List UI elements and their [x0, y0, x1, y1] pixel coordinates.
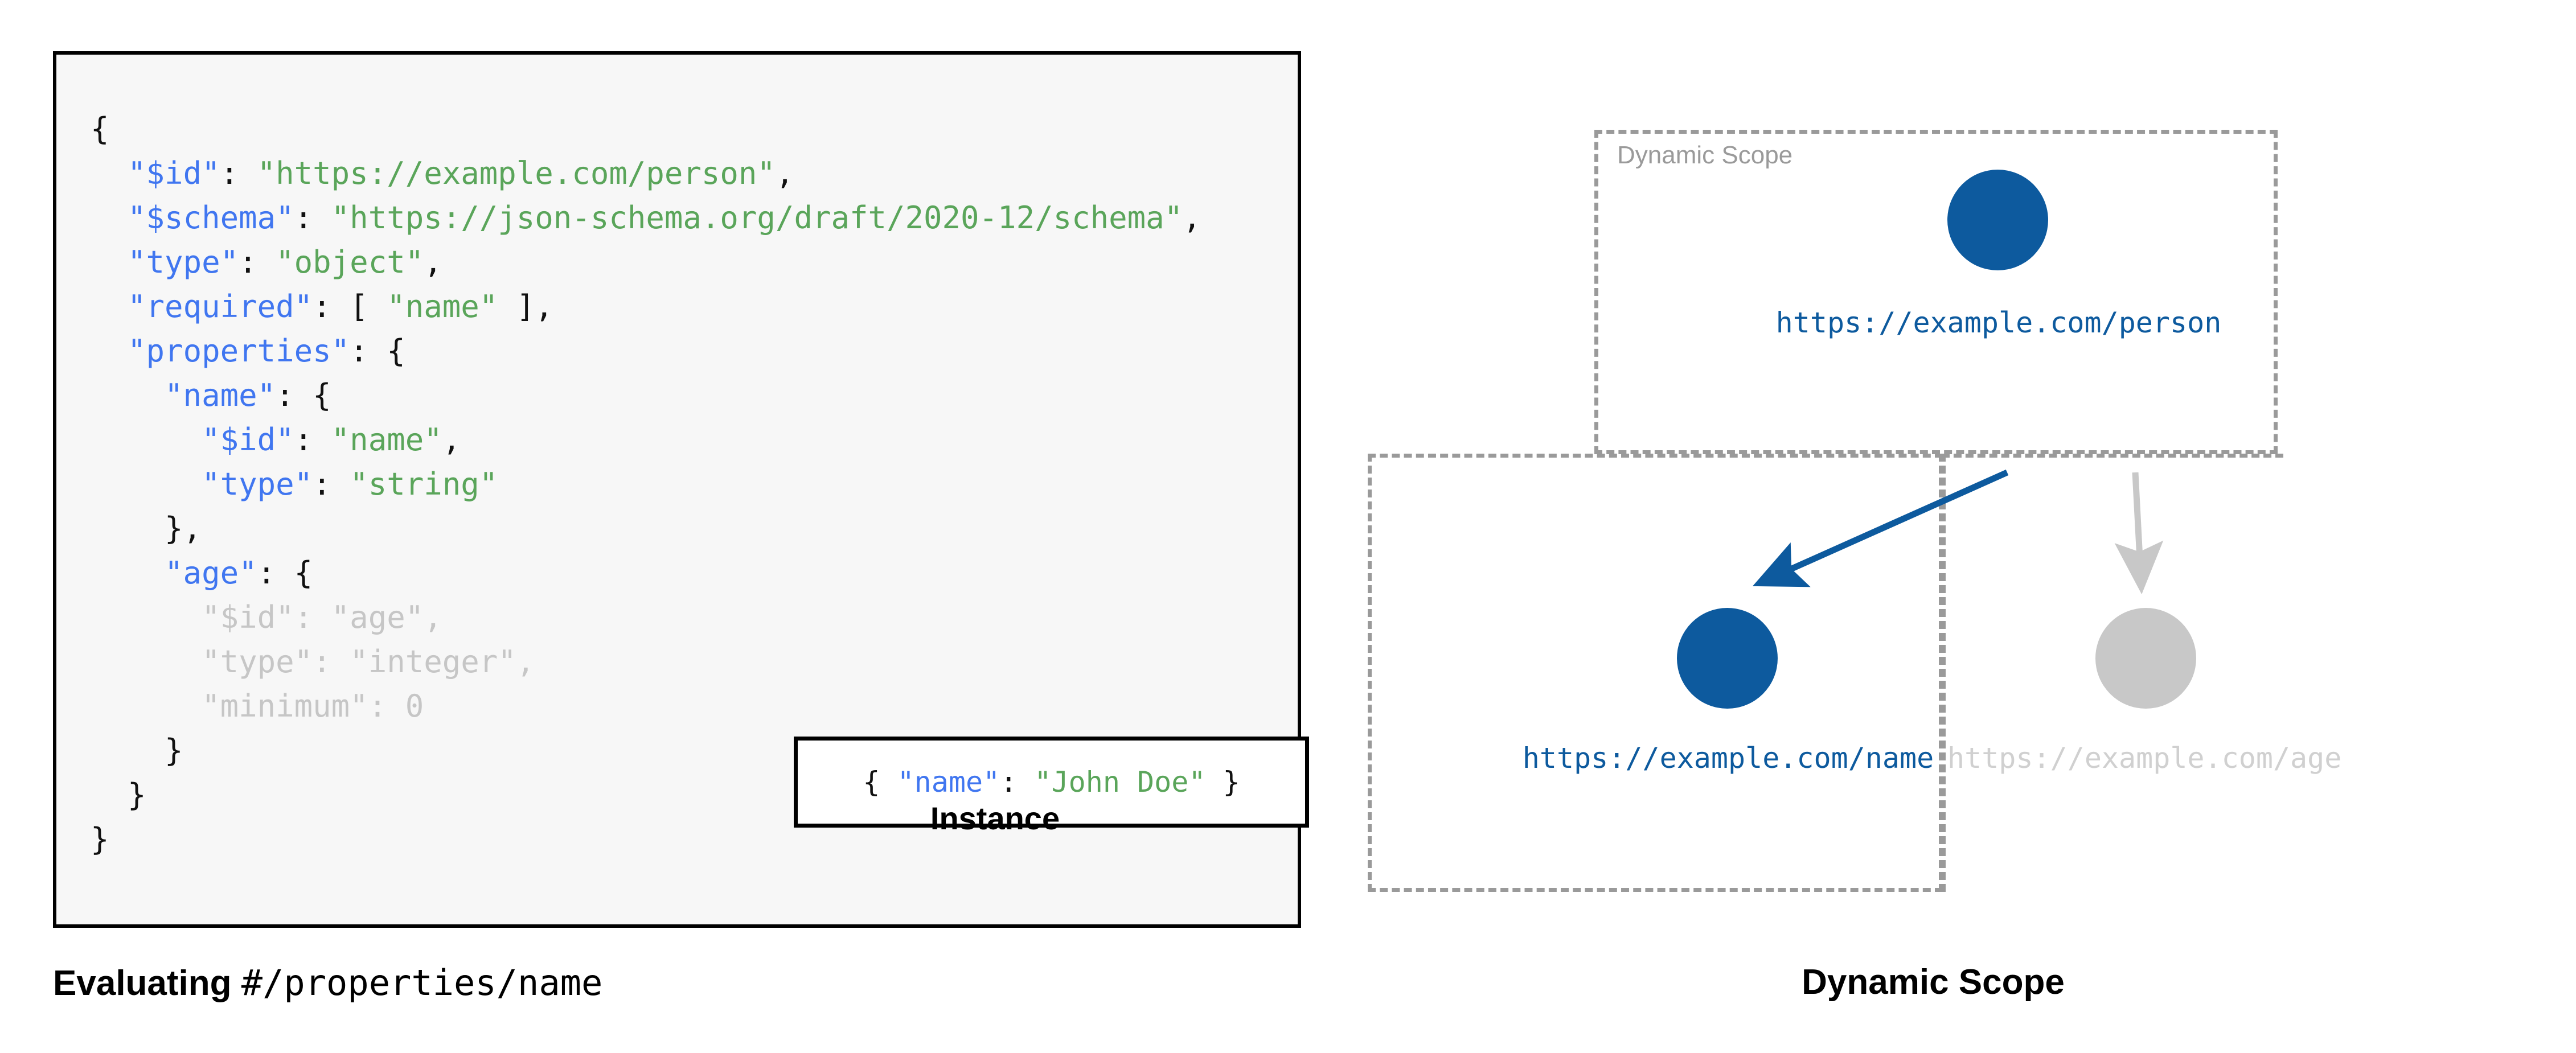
- code-line: }: [91, 821, 109, 857]
- edge-person-to-age: [2114, 472, 2164, 595]
- arrow-layer: [1752, 469, 2164, 595]
- code-line: "type": "object",: [128, 244, 442, 280]
- node-circle-name: [1677, 608, 1778, 709]
- code-line: },: [91, 511, 202, 546]
- edge-person-to-name: [1752, 469, 2009, 587]
- node-circle-person: [1947, 170, 2048, 270]
- code-line: "$id": "name",: [202, 422, 461, 458]
- scope-box-name: [1368, 454, 1943, 892]
- code-line: "type": "string": [202, 466, 498, 502]
- code-line: "minimum": 0: [202, 688, 424, 724]
- code-line: {: [91, 111, 109, 147]
- right-caption: Dynamic Scope: [1802, 962, 2065, 1002]
- code-line: "$id": "https://example.com/person",: [128, 155, 794, 191]
- code-line: "name": {: [165, 377, 331, 413]
- node-label-person: https://example.com/person: [1775, 306, 2222, 339]
- node-label-name: https://example.com/name: [1522, 742, 1934, 775]
- code-line: }: [91, 733, 183, 768]
- node-circle-age: [2095, 608, 2196, 709]
- code-line: "required": [ "name" ],: [128, 289, 553, 324]
- left-caption: Evaluating #/properties/name: [53, 962, 1301, 1003]
- dynamic-scope-diagram: Dynamic Scope https://example.com/person…: [1327, 34, 2540, 1036]
- scope-box-age: [1942, 454, 2283, 892]
- code-line: "age": {: [165, 555, 313, 591]
- code-line: "properties": {: [128, 333, 405, 369]
- code-line: "$id": "age",: [202, 599, 442, 635]
- instance-json-code: { "name": "John Doe" }: [863, 766, 1240, 799]
- instance-label: Instance: [930, 800, 1060, 836]
- instance-box: { "name": "John Doe" }: [794, 737, 1309, 828]
- code-line: }: [91, 777, 146, 813]
- node-label-age: https://example.com/age: [1947, 742, 2342, 775]
- scope-box-person: [1594, 130, 2278, 454]
- code-line: "type": "integer",: [202, 644, 535, 680]
- scope-box-label: Dynamic Scope: [1617, 141, 1793, 169]
- schema-panel: { "$id": "https://example.com/person", "…: [53, 51, 1309, 928]
- json-schema-code: { "$id": "https://example.com/person", "…: [91, 107, 1201, 862]
- left-caption-bold: Evaluating: [53, 964, 241, 1003]
- code-line: "$schema": "https://json-schema.org/draf…: [128, 200, 1201, 236]
- left-caption-pointer: #/properties/name: [241, 962, 603, 1003]
